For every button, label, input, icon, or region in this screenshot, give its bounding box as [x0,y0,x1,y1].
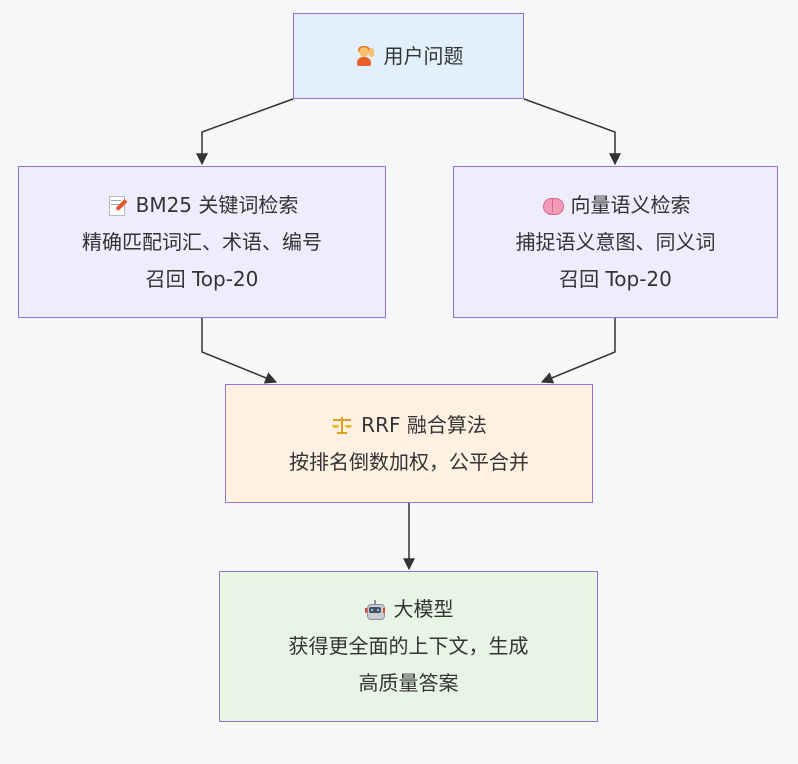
node-description: 获得更全面的上下文，生成 [288,634,529,658]
node-title: 用户问题 [383,43,464,68]
node-user-question: 用户问题 [293,13,524,99]
node-title-line: 向量语义检索 [541,187,691,224]
node-title-line: 用户问题 [354,38,464,75]
node-description: 按排名倒数加权，公平合并 [289,449,529,474]
node-recall: 召回 Top-20 [559,266,672,291]
node-title: BM25 关键词检索 [135,192,299,217]
node-bm25-retrieval: BM25 关键词检索 精确匹配词汇、术语、编号 召回 Top-20 [18,166,386,318]
node-title: 向量语义检索 [570,192,691,217]
node-llm: 大模型 获得更全面的上下文，生成 高质量答案 [219,571,598,722]
node-vector-retrieval: 向量语义检索 捕捉语义意图、同义词 召回 Top-20 [453,166,778,318]
brain-icon [541,194,564,216]
memo-icon [106,194,128,216]
edge-bm25-to-rrf [201,318,278,384]
node-title: 大模型 [393,597,454,621]
node-title-line: RRF 融合算法 [331,407,487,444]
edge-question-to-bm25 [196,98,294,166]
edge-question-to-vector [523,98,621,166]
balance-scale-icon [331,414,353,436]
edge-vector-to-rrf [540,318,616,384]
node-recall: 召回 Top-20 [145,266,259,291]
robot-icon [364,599,386,621]
node-description: 捕捉语义意图、同义词 [515,229,716,254]
person-raising-hand-icon [354,45,376,67]
node-rrf-fusion: RRF 融合算法 按排名倒数加权，公平合并 [225,384,593,503]
node-description-continued: 高质量答案 [358,671,459,695]
node-description: 精确匹配词汇、术语、编号 [82,229,322,254]
node-title-line: 大模型 [364,591,454,628]
node-title-line: BM25 关键词检索 [106,187,299,224]
node-title: RRF 融合算法 [361,412,487,437]
